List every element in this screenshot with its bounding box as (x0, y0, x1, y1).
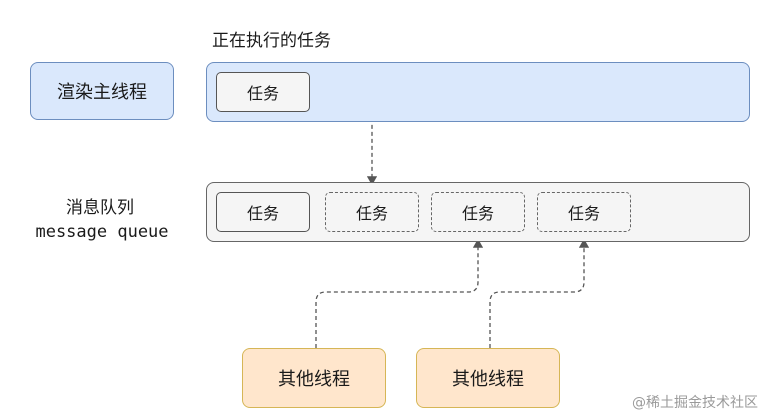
other-thread: 其他线程 (416, 348, 560, 408)
queue-task: 任务 (216, 192, 310, 232)
watermark: @稀土掘金技术社区 (632, 395, 758, 411)
queue-task: 任务 (325, 192, 419, 232)
running-task-title: 正在执行的任务 (212, 31, 331, 51)
connector-other-1-to-queue (315, 238, 484, 348)
running-task: 任务 (216, 72, 310, 112)
queue-title: 消息队列 (66, 198, 134, 218)
queue-task: 任务 (537, 192, 631, 232)
queue-subtitle: message queue (35, 222, 169, 242)
other-thread: 其他线程 (242, 348, 386, 408)
main-thread-label: 渲染主线程 (30, 62, 174, 120)
queue-task: 任务 (431, 192, 525, 232)
connector-other-2-to-queue (489, 238, 590, 348)
